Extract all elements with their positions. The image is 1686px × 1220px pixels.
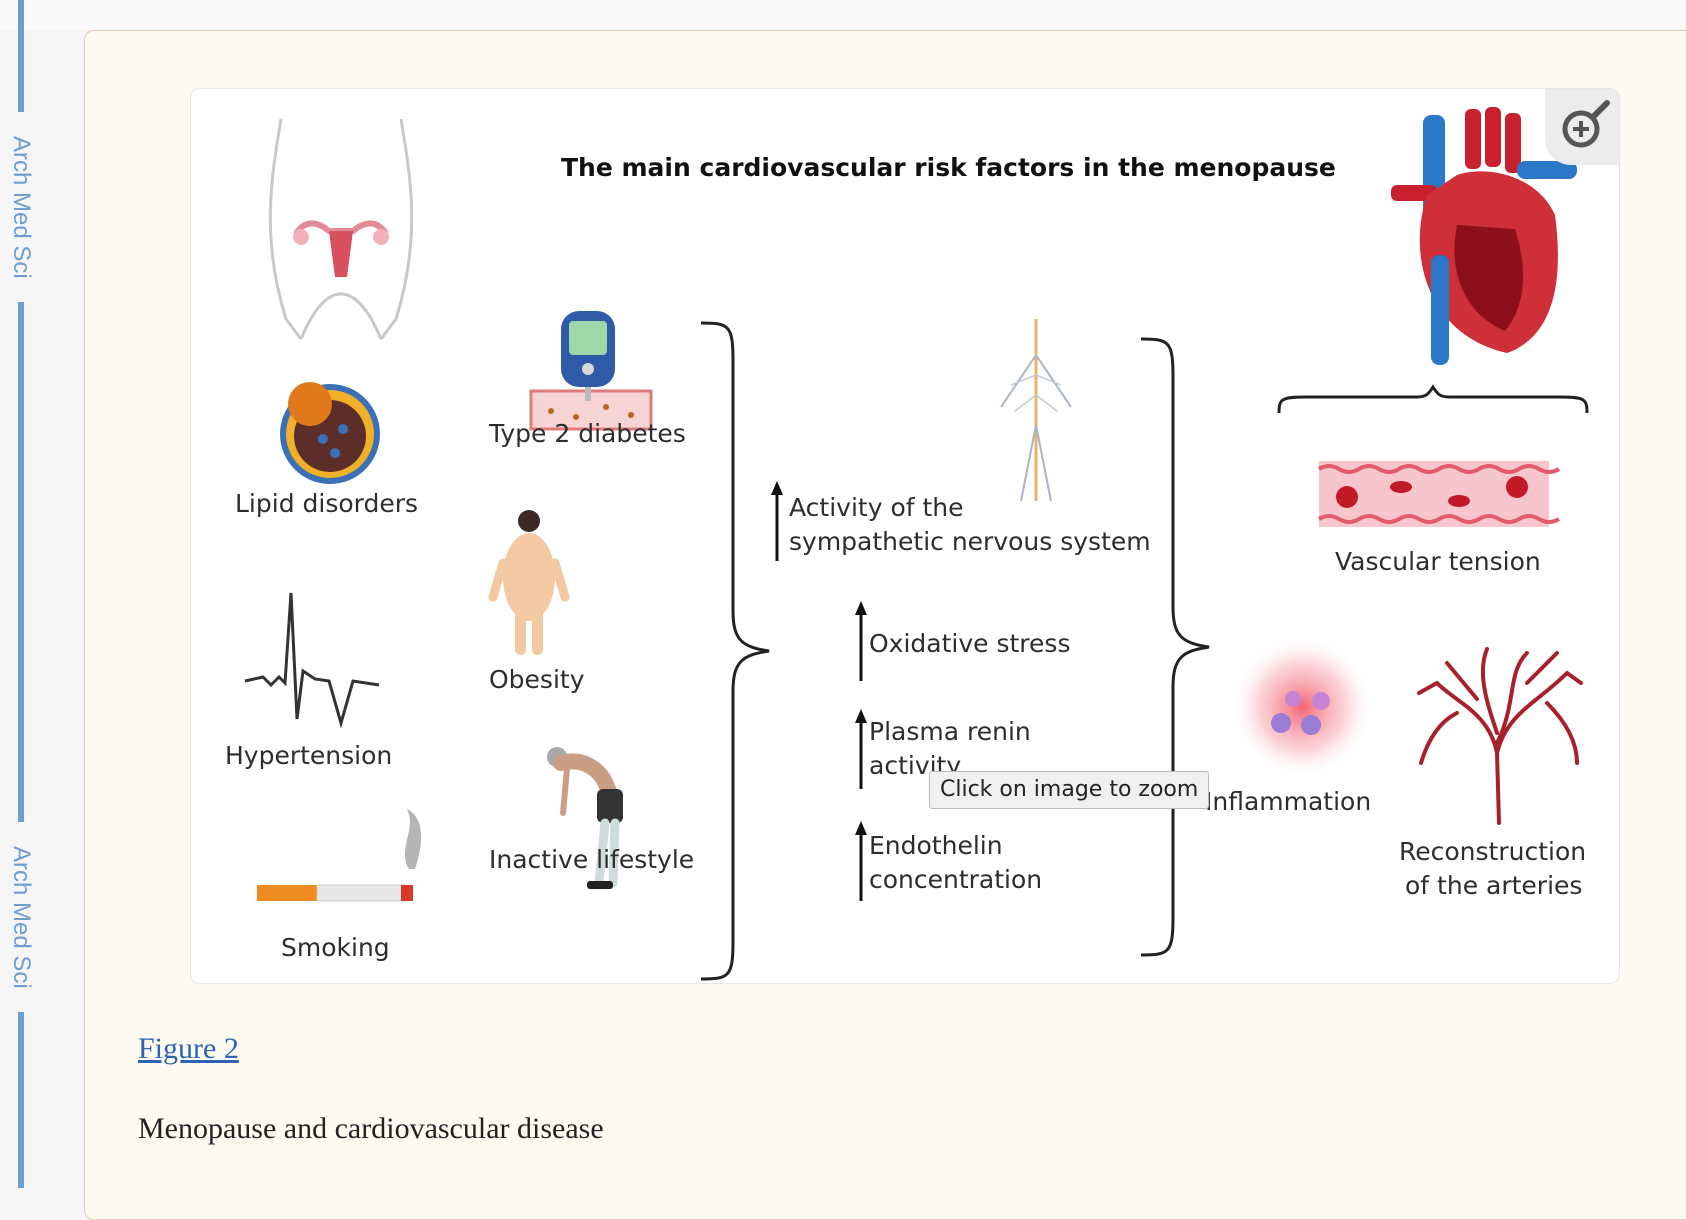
curly-brace [1277,384,1589,414]
smoking-label: Smoking [281,933,390,962]
journal-sidebar-label[interactable]: Arch Med Sci [0,112,44,302]
sympathetic-label-line2: sympathetic nervous system [789,527,1151,556]
lipid-particle-icon [280,382,380,484]
endothelin-label-line1: Endothelin [869,831,1003,860]
left-bracket [700,321,770,981]
vascular-tension-label: Vascular tension [1335,547,1541,576]
obese-person-icon [488,510,570,655]
heart-icon [1391,107,1577,365]
figure-title: The main cardiovascular risk factors in … [561,153,1336,182]
cigarette-icon [257,809,422,902]
hypertension-label: Hypertension [225,741,393,770]
reconstruction-label-line2: of the arteries [1405,871,1583,900]
oxidative-stress-label: Oxidative stress [869,629,1071,658]
lipid-disorders-label: Lipid disorders [235,489,419,518]
ecg-icon [244,592,380,729]
inflammation-cells-icon [1230,635,1374,779]
figure-image[interactable]: The main cardiovascular risk factors in … [190,88,1620,984]
sympathetic-label-line1: Activity of the [789,493,964,522]
inflammation-label: Inflammation [1205,787,1372,816]
nervous-system-icon [1000,319,1072,502]
type-2-diabetes-label: Type 2 diabetes [489,419,686,448]
obesity-label: Obesity [489,665,585,694]
arteries-icon [1417,647,1583,825]
blood-vessel-icon [1317,461,1561,527]
female-pelvis-icon [268,118,414,340]
bent-person-icon [547,747,623,889]
glucose-meter-icon [529,311,653,431]
endothelin-label-line2: concentration [869,865,1043,894]
figure-link[interactable]: Figure 2 [138,1032,239,1065]
top-bar [0,0,1686,30]
increase-arrow [771,481,783,561]
reconstruction-label-line1: Reconstruction [1399,837,1587,866]
zoom-in-icon [1562,100,1610,148]
increase-arrow [855,821,867,901]
journal-sidebar-line [18,0,24,1188]
increase-arrow [855,601,867,681]
right-bracket [1140,337,1210,957]
inactive-lifestyle-label: Inactive lifestyle [489,845,695,874]
increase-arrow [855,709,867,789]
figure-caption: Menopause and cardiovascular disease [138,1112,604,1145]
plasma-renin-label-line1: Plasma renin [869,717,1031,746]
zoom-button[interactable] [1545,89,1619,165]
zoom-tooltip: Click on image to zoom [929,771,1210,809]
journal-sidebar-label[interactable]: Arch Med Sci [0,822,44,1012]
